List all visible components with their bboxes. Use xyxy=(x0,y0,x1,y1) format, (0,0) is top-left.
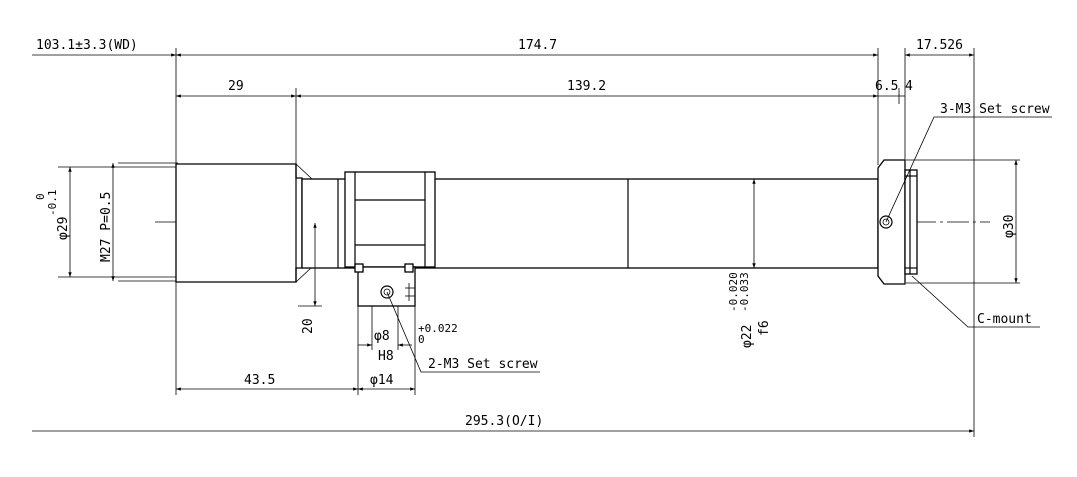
c-mount-thread xyxy=(904,169,918,275)
fit-f6-label: f6 xyxy=(757,320,772,336)
dia-29-label: φ29 xyxy=(56,217,71,240)
dist-43-5-label: 43.5 xyxy=(244,373,275,388)
dia-30-label: φ30 xyxy=(1002,215,1017,238)
top-dimensions xyxy=(32,53,974,104)
dia-22-label: φ22 xyxy=(740,325,755,348)
m3-set-screw-hole xyxy=(380,285,394,299)
callout-2-m3-set-screw: 2-M3 Set screw xyxy=(428,357,538,372)
fit-h8-label: H8 xyxy=(378,349,394,364)
callout-leaders xyxy=(386,116,1052,373)
callout-c-mount: C-mount xyxy=(977,312,1032,327)
extension-lines xyxy=(58,48,1020,437)
total-length-label: 295.3(O/I) xyxy=(465,414,543,429)
dia-29-tol-lower: -0.1 xyxy=(46,190,59,217)
thread-label: M27 P=0.5 xyxy=(99,192,114,262)
dia-22-tol-lower: -0.033 xyxy=(738,272,751,312)
dia-8-label: φ8 xyxy=(374,329,390,344)
foot-dimensions xyxy=(176,343,415,391)
m3-set-screw-rear xyxy=(879,215,893,229)
seg-29-dimension: 29 xyxy=(228,79,244,94)
dia-22-tol-upper: -0.020 xyxy=(727,272,740,312)
front-barrel xyxy=(175,163,303,283)
flange-dimension: 17.526 xyxy=(916,38,963,53)
wd-dimension: 103.1±3.3(WD) xyxy=(36,38,138,53)
dia-8-tol-upper: +0.022 xyxy=(418,322,458,335)
seg-4-dimension: 4 xyxy=(905,79,913,94)
callout-3-m3-set-screw: 3-M3 Set screw xyxy=(940,102,1050,117)
length-main-dimension: 174.7 xyxy=(518,38,557,53)
dia-8-tol-lower: 0 xyxy=(418,333,425,346)
dia-14-label: φ14 xyxy=(370,373,394,388)
seg-6-5-dimension: 6.5 xyxy=(875,79,898,94)
dia-29-tol-upper: 0 xyxy=(34,193,47,200)
height-20-label: 20 xyxy=(301,318,316,334)
clamp-block xyxy=(344,171,436,268)
seg-139-dimension: 139.2 xyxy=(567,79,606,94)
lens-body xyxy=(175,159,918,307)
left-diameter-dimensions xyxy=(68,163,115,281)
